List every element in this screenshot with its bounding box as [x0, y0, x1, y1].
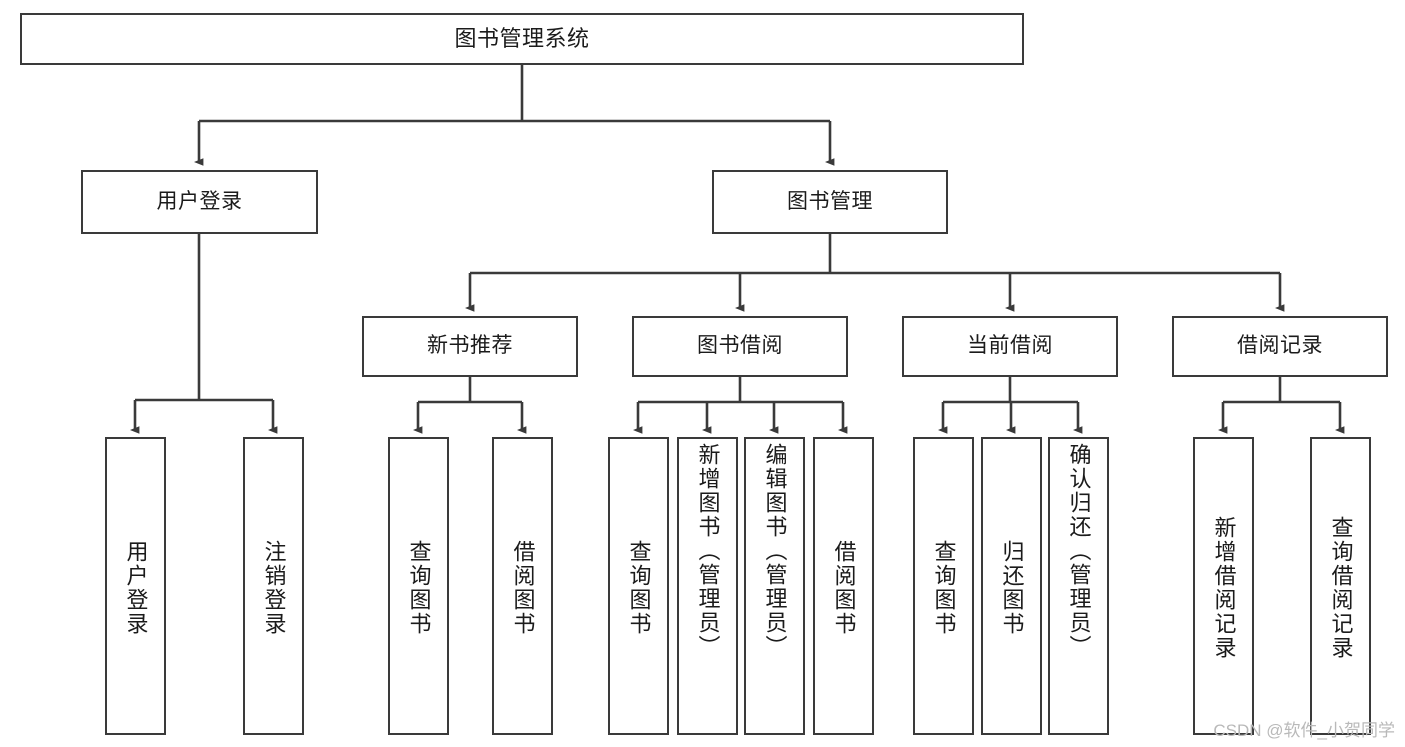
node-root-system[interactable]: 图书管理系统 — [20, 13, 1024, 65]
node-borrow-record[interactable]: 借阅记录 — [1172, 316, 1388, 377]
node-label: 查询图书 — [931, 540, 957, 636]
node-label: 确认归还（管理员） — [1066, 443, 1092, 659]
leaf-query-book-recommend[interactable]: 查询图书 — [388, 437, 449, 735]
node-label: 编辑图书（管理员） — [762, 443, 788, 659]
node-label: 借阅图书 — [510, 540, 536, 636]
node-new-book-recommend[interactable]: 新书推荐 — [362, 316, 578, 377]
leaf-return-book[interactable]: 归还图书 — [981, 437, 1042, 735]
node-book-management[interactable]: 图书管理 — [712, 170, 948, 234]
node-label: 用户登录 — [123, 540, 149, 636]
node-label: 注销登录 — [261, 540, 287, 636]
csdn-watermark: CSDN @软件_小贺同学 — [1213, 721, 1395, 740]
node-user-login[interactable]: 用户登录 — [81, 170, 318, 234]
node-label: 图书管理系统 — [454, 26, 590, 52]
leaf-borrow-book[interactable]: 借阅图书 — [813, 437, 874, 735]
leaf-add-book[interactable]: 新增图书（管理员） — [677, 437, 738, 735]
node-label: 新增图书（管理员） — [695, 443, 721, 659]
leaf-logout-login[interactable]: 注销登录 — [243, 437, 304, 735]
node-label: 借阅记录 — [1237, 334, 1323, 358]
node-label: 当前借阅 — [967, 334, 1053, 358]
leaf-edit-book[interactable]: 编辑图书（管理员） — [744, 437, 805, 735]
node-label: 新书推荐 — [427, 334, 513, 358]
leaf-add-borrow-record[interactable]: 新增借阅记录 — [1193, 437, 1254, 735]
leaf-query-borrow-record[interactable]: 查询借阅记录 — [1310, 437, 1371, 735]
node-label: 新增借阅记录 — [1211, 516, 1237, 660]
leaf-user-login[interactable]: 用户登录 — [105, 437, 166, 735]
node-label: 用户登录 — [156, 189, 243, 213]
leaf-confirm-return[interactable]: 确认归还（管理员） — [1048, 437, 1109, 735]
node-label: 图书管理 — [787, 189, 873, 213]
node-label: 借阅图书 — [831, 540, 857, 636]
node-book-borrow[interactable]: 图书借阅 — [632, 316, 848, 377]
node-current-borrow[interactable]: 当前借阅 — [902, 316, 1118, 377]
node-label: 查询图书 — [406, 540, 432, 636]
node-label: 归还图书 — [999, 540, 1025, 636]
node-label: 查询借阅记录 — [1328, 516, 1354, 660]
node-label: 图书借阅 — [697, 334, 783, 358]
node-label: 查询图书 — [626, 540, 652, 636]
leaf-borrow-book-recommend[interactable]: 借阅图书 — [492, 437, 553, 735]
leaf-query-book-current[interactable]: 查询图书 — [913, 437, 974, 735]
leaf-query-book-borrow[interactable]: 查询图书 — [608, 437, 669, 735]
